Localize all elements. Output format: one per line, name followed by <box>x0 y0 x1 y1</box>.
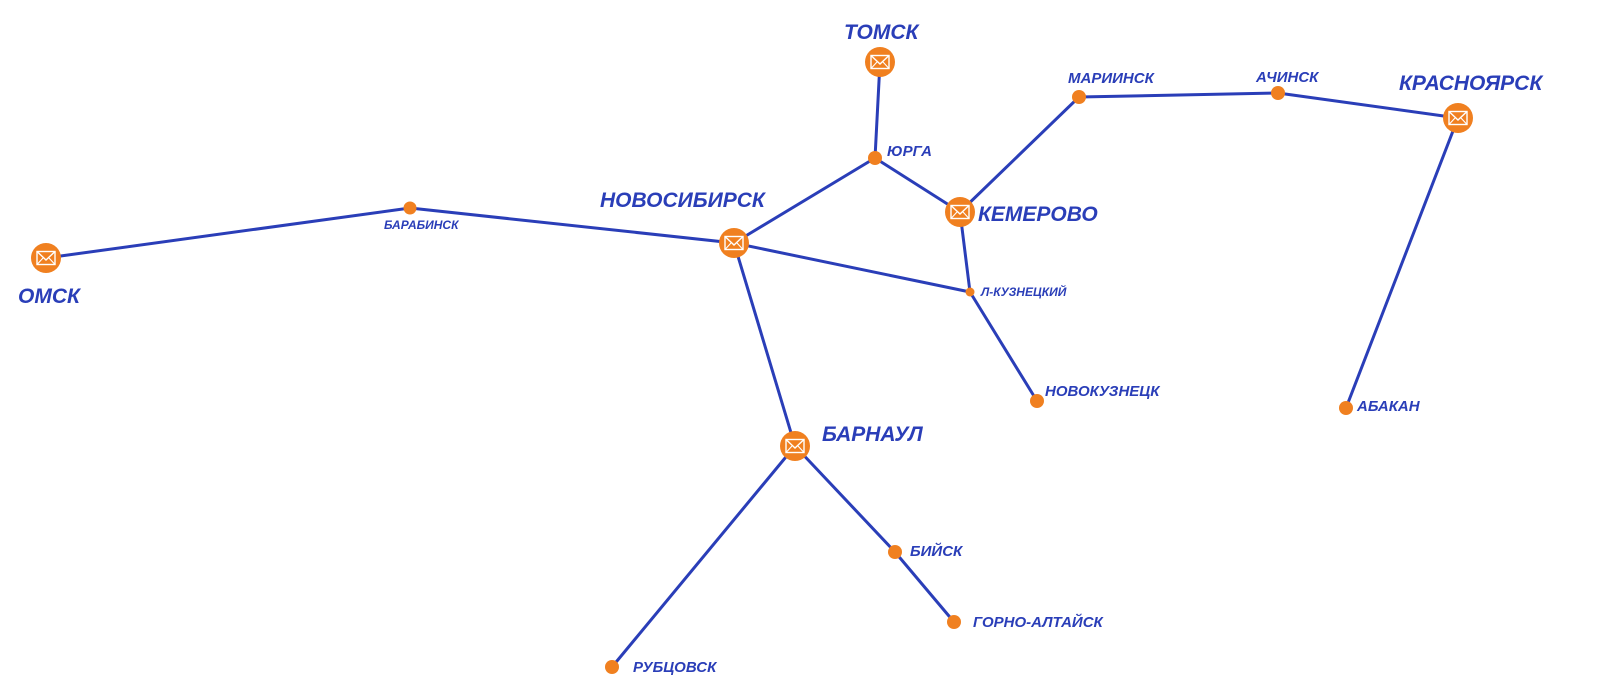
envelope-icon <box>36 250 56 266</box>
nodes-layer <box>31 47 1473 674</box>
hub-marker <box>31 243 61 273</box>
city-node-rubtsovsk <box>605 660 619 674</box>
city-label-barabinsk: БАРАБИНСК <box>384 218 460 232</box>
city-node-barabinsk <box>403 201 417 215</box>
city-label-rubtsovsk: РУБЦОВСК <box>633 659 718 676</box>
city-label-yurga: ЮРГА <box>887 143 932 160</box>
city-label-l_kuznetsky: Л-КУЗНЕЦКИЙ <box>980 283 1067 299</box>
city-label-biysk: БИЙСК <box>910 542 964 560</box>
city-node-abakan <box>1339 401 1353 415</box>
city-label-gorno_altaysk: ГОРНО-АЛТАЙСК <box>973 613 1105 631</box>
city-node-kemerovo <box>945 197 975 227</box>
route-mariinsk-achinsk <box>1077 91 1280 99</box>
route-barnaul-biysk <box>793 444 897 554</box>
routes-layer <box>44 60 1460 669</box>
dot-marker <box>868 151 882 165</box>
envelope-icon <box>724 235 744 251</box>
route-novosibirsk-yurga <box>732 156 877 245</box>
city-node-barnaul <box>780 431 810 461</box>
city-node-gorno_altaysk <box>947 615 961 629</box>
hub-marker <box>780 431 810 461</box>
route-yurga-tomsk <box>873 60 882 160</box>
city-node-biysk <box>888 545 902 559</box>
city-node-omsk <box>31 243 61 273</box>
route-krasnoyarsk-abakan <box>1344 116 1460 410</box>
city-node-novosibirsk <box>719 228 749 258</box>
city-node-mariinsk <box>1072 90 1086 104</box>
city-label-novosibirsk: НОВОСИБИРСК <box>600 189 767 212</box>
dot-marker <box>888 545 902 559</box>
dot-marker <box>1072 90 1086 104</box>
envelope-icon <box>1448 110 1468 126</box>
dot-marker <box>403 201 417 215</box>
city-node-krasnoyarsk <box>1443 103 1473 133</box>
city-node-achinsk <box>1271 86 1285 100</box>
dot-marker <box>1030 394 1044 408</box>
city-label-achinsk: АЧИНСК <box>1255 69 1320 86</box>
city-node-l_kuznetsky <box>965 287 975 297</box>
hub-marker <box>719 228 749 258</box>
dot-marker <box>605 660 619 674</box>
route-omsk-barabinsk <box>44 206 412 260</box>
city-node-tomsk <box>865 47 895 77</box>
hub-marker <box>1443 103 1473 133</box>
route-biysk-gorno_altaysk <box>893 550 956 624</box>
dot-marker <box>1271 86 1285 100</box>
city-label-krasnoyarsk: КРАСНОЯРСК <box>1399 72 1544 95</box>
route-barnaul-rubtsovsk <box>610 444 797 669</box>
route-l_kuznetsky-novokuznetsk <box>968 290 1039 403</box>
envelope-icon <box>950 204 970 220</box>
route-barabinsk-novosibirsk <box>408 206 736 245</box>
envelope-icon <box>785 438 805 454</box>
route-kemerovo-mariinsk <box>958 95 1081 214</box>
city-node-novokuznetsk <box>1030 394 1044 408</box>
envelope-icon <box>870 54 890 70</box>
route-yurga-kemerovo <box>873 156 962 214</box>
route-novosibirsk-l_kuznetsky <box>732 241 972 294</box>
dot-marker <box>947 615 961 629</box>
city-label-novokuznetsk: НОВОКУЗНЕЦК <box>1045 383 1161 400</box>
route-achinsk-krasnoyarsk <box>1276 91 1460 120</box>
city-label-mariinsk: МАРИИНСК <box>1068 70 1156 87</box>
route-novosibirsk-barnaul <box>732 241 797 448</box>
labels-layer: ОМСК БАРАБИНСК НОВОСИБИРСК ТОМСК ЮРГА КЕМЕРОВ… <box>18 21 1544 676</box>
dot-marker <box>965 287 975 297</box>
city-label-kemerovo: КЕМЕРОВО <box>978 203 1098 226</box>
city-label-omsk: ОМСК <box>18 285 82 308</box>
city-label-abakan: АБАКАН <box>1356 398 1421 415</box>
city-label-tomsk: ТОМСК <box>844 21 921 44</box>
dot-marker <box>1339 401 1353 415</box>
hub-marker <box>945 197 975 227</box>
city-label-barnaul: БАРНАУЛ <box>822 423 923 446</box>
city-node-yurga <box>868 151 882 165</box>
hub-marker <box>865 47 895 77</box>
